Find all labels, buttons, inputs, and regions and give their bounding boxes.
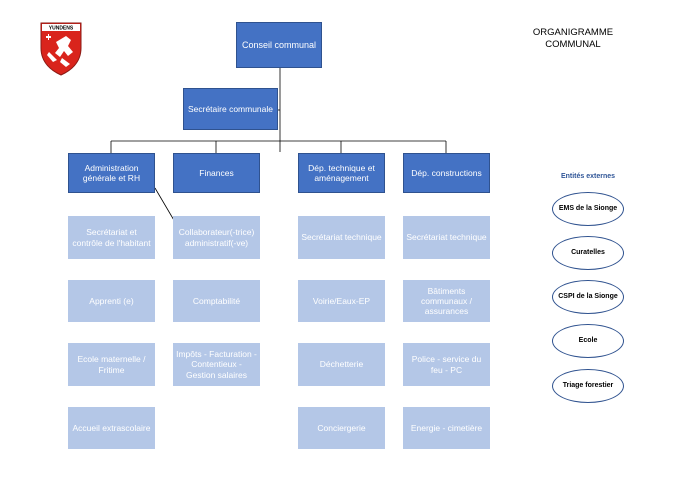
external-entities-title: Entités externes — [560, 173, 616, 180]
unit-box: Impôts - Facturation - Contentieux - Ges… — [173, 343, 260, 386]
unit-box: Conciergerie — [298, 407, 385, 449]
conseil-communal-box: Conseil communal — [236, 22, 322, 68]
department-box-finances: Finances — [173, 153, 260, 193]
unit-box: Secrétariat et contrôle de l'habitant — [68, 216, 155, 259]
unit-label: Accueil extrascolaire — [72, 422, 151, 433]
unit-box: Police - service du feu - PC — [403, 343, 490, 386]
unit-label: Secrétariat technique — [406, 232, 487, 243]
unit-label: Apprenti (e) — [89, 295, 134, 306]
unit-box: Secrétariat technique — [403, 216, 490, 259]
unit-label: Déchetterie — [319, 359, 364, 370]
external-entity-oval: Ecole — [552, 324, 624, 358]
chart-title-line-2: COMMUNAL — [545, 39, 601, 51]
unit-label: Secrétariat technique — [301, 232, 382, 243]
unit-box: Apprenti (e) — [68, 280, 155, 322]
unit-box: Collaborateur(-trice) administratif(-ve) — [173, 216, 260, 259]
external-entity-oval: CSPI de la Sionge — [552, 280, 624, 314]
department-label: Finances — [199, 167, 234, 178]
external-entity-label: Curatelles — [571, 248, 605, 256]
unit-box: Ecole maternelle / Fritime — [68, 343, 155, 386]
unit-box: Comptabilité — [173, 280, 260, 322]
secretaire-communale-box: Secrétaire communale — [183, 88, 278, 130]
svg-text:YUNDENS: YUNDENS — [49, 26, 74, 32]
unit-label: Bâtiments communaux / assurances — [420, 285, 473, 317]
external-entity-oval: Triage forestier — [552, 369, 624, 403]
unit-label: Impôts - Facturation - Contentieux - Ges… — [176, 349, 257, 380]
unit-label: Comptabilité — [192, 295, 241, 306]
external-entity-label: Ecole — [578, 336, 598, 344]
unit-box: Energie - cimetière — [403, 407, 490, 449]
department-label: Dép. technique et aménagement — [308, 162, 375, 183]
unit-label: Ecole maternelle / Fritime — [77, 354, 146, 375]
unit-box: Bâtiments communaux / assurances — [403, 280, 490, 322]
conseil-communal-label: Conseil communal — [241, 39, 317, 50]
chart-title: ORGANIGRAMME COMMUNAL — [519, 27, 627, 52]
commune-crest-logo: YUNDENS — [40, 22, 82, 76]
unit-box: Voirie/Eaux-EP — [298, 280, 385, 322]
department-box-administration: Administration générale et RH — [68, 153, 155, 193]
external-entity-label: Triage forestier — [562, 381, 614, 389]
external-entity-label: EMS de la Sionge — [558, 204, 618, 212]
unit-box: Accueil extrascolaire — [68, 407, 155, 449]
external-entity-oval: Curatelles — [552, 236, 624, 270]
department-label: Administration générale et RH — [82, 162, 141, 183]
unit-label: Police - service du feu - PC — [411, 354, 482, 375]
unit-label: Secrétariat et contrôle de l'habitant — [72, 227, 151, 248]
unit-label: Voirie/Eaux-EP — [312, 295, 371, 306]
department-label: Dép. constructions — [411, 167, 482, 178]
external-entity-oval: EMS de la Sionge — [552, 192, 624, 226]
unit-label: Collaborateur(-trice) administratif(-ve) — [178, 227, 255, 248]
unit-label: Conciergerie — [317, 422, 366, 433]
unit-box: Secrétariat technique — [298, 216, 385, 259]
department-box-technique: Dép. technique et aménagement — [298, 153, 385, 193]
chart-title-line-1: ORGANIGRAMME — [532, 27, 614, 38]
unit-label: Energie - cimetière — [410, 422, 483, 433]
external-entity-label: CSPI de la Sionge — [558, 292, 618, 300]
unit-box: Déchetterie — [298, 343, 385, 386]
department-box-constructions: Dép. constructions — [403, 153, 490, 193]
secretaire-communale-label: Secrétaire communale — [187, 103, 274, 114]
